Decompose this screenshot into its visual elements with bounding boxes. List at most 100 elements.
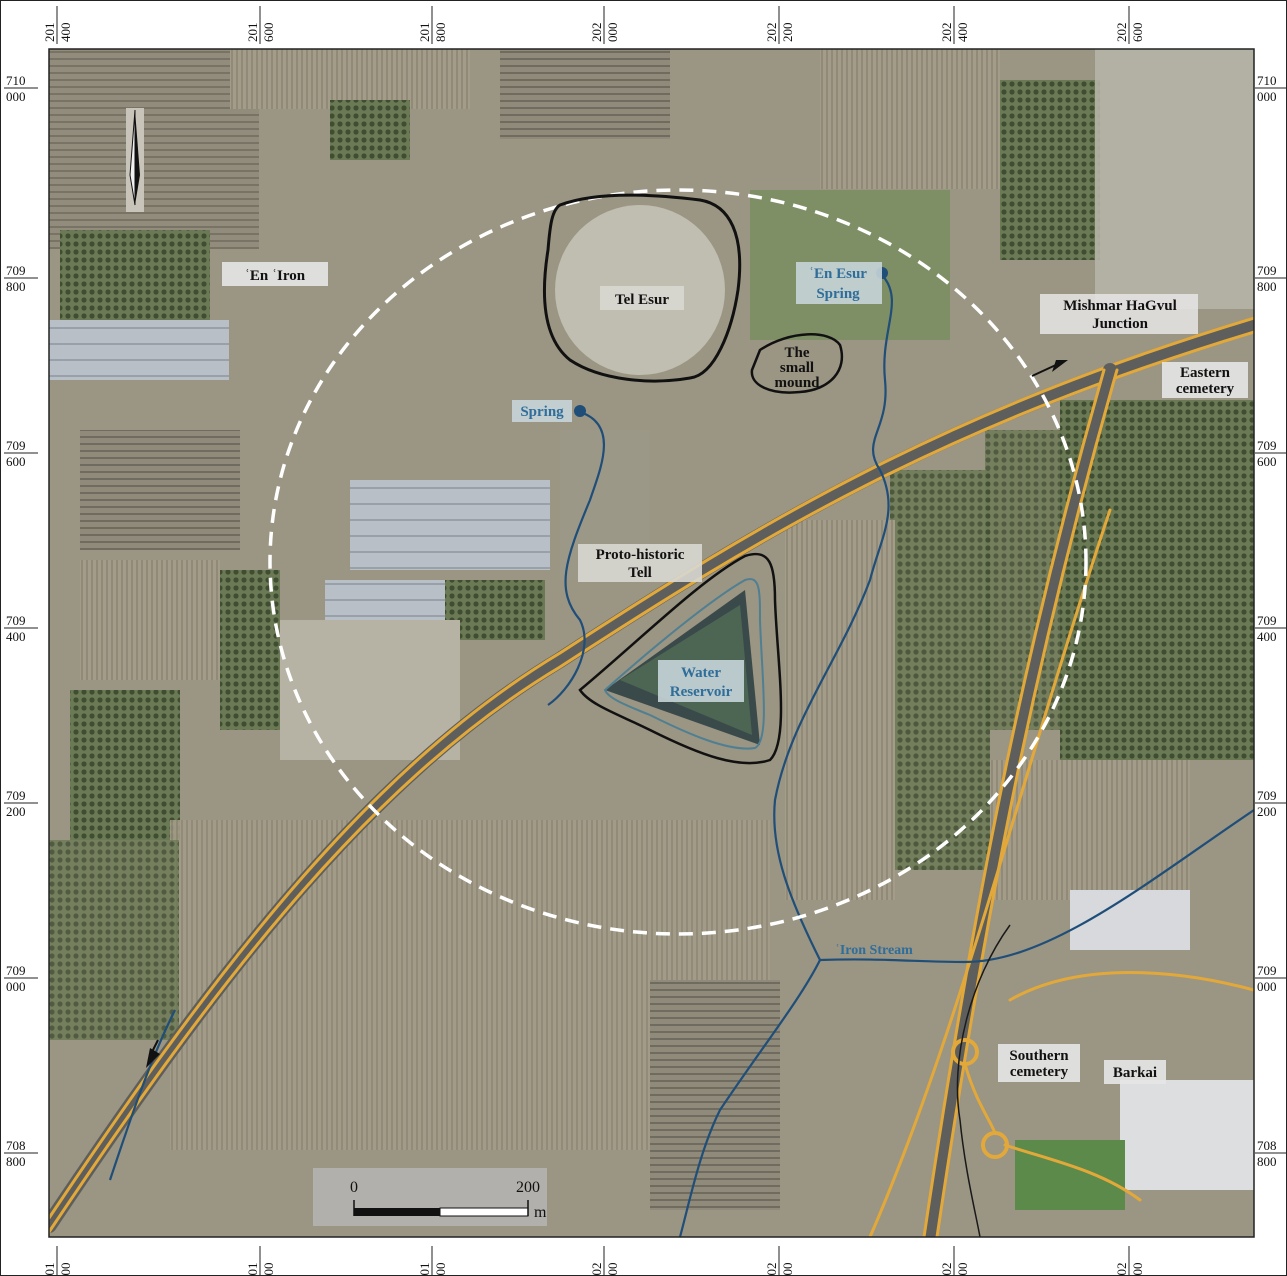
scale-end-label: 200: [516, 1179, 540, 1196]
y-tick-label-a: 708: [1257, 1138, 1277, 1153]
y-tick-label-a: 709: [6, 613, 26, 628]
label-southern-line1: Southern: [1009, 1048, 1069, 1064]
label-water-line2: Reservoir: [670, 684, 733, 700]
y-tick-label-b: 200: [6, 804, 26, 819]
y-tick-label-b: 000: [1257, 979, 1277, 994]
scale-start-label: 0: [350, 1179, 358, 1196]
y-tick-label-a: 710: [6, 73, 26, 88]
x-tick-label-b: 800: [433, 1263, 448, 1276]
x-tick-label-b: 400: [58, 23, 73, 43]
label-eastern-line1: Eastern: [1180, 365, 1231, 381]
x-tick-label-b: 000: [605, 23, 620, 43]
y-tick-label-b: 000: [1257, 89, 1277, 104]
label-en-esur-line2: Spring: [816, 286, 860, 302]
label-mishmar-line2: Junction: [1092, 316, 1149, 332]
arrowhead-northeast-icon: [1052, 360, 1068, 372]
y-tick-label-a: 710: [1257, 73, 1277, 88]
label-small-mound-line2: small: [780, 360, 814, 376]
y-tick-label-b: 000: [6, 89, 26, 104]
label-small-mound-line3: mound: [774, 375, 820, 391]
label-eastern-line2: cemetery: [1176, 381, 1235, 397]
y-tick-label-a: 709: [1257, 613, 1277, 628]
x-tick-label-a: 201: [42, 1263, 57, 1276]
x-tick-label-b: 600: [1130, 1263, 1145, 1276]
x-tick-label-b: 200: [780, 1263, 795, 1276]
x-tick-label-b: 000: [605, 1263, 620, 1276]
x-tick-label-a: 201: [42, 23, 57, 43]
x-tick-label-a: 202: [589, 1263, 604, 1276]
x-tick-label-a: 202: [1114, 23, 1129, 43]
x-tick-label-b: 600: [1130, 23, 1145, 43]
label-en-esur-line1: ʿEn Esur: [809, 266, 867, 282]
y-tick-label-a: 709: [1257, 263, 1277, 278]
y-tick-label-a: 709: [6, 963, 26, 978]
y-tick-label-b: 400: [1257, 629, 1277, 644]
y-tick-label-a: 709: [1257, 788, 1277, 803]
site-boundary-circle: [268, 188, 1088, 936]
label-spring: Spring: [520, 404, 564, 420]
reservoir-outline: [578, 552, 783, 765]
x-tick-label-b: 200: [780, 23, 795, 43]
x-tick-label-a: 202: [764, 23, 779, 43]
x-tick-label-a: 202: [939, 23, 954, 43]
label-mishmar-line1: Mishmar HaGvul: [1063, 298, 1176, 314]
y-tick-label-b: 800: [1257, 1154, 1277, 1169]
x-tick-label-a: 202: [764, 1263, 779, 1276]
label-water-line1: Water: [681, 665, 721, 681]
spring-marker: [574, 405, 586, 417]
arrow-northeast-icon: [1031, 363, 1059, 377]
label-southern-line2: cemetery: [1010, 1064, 1069, 1080]
label-small-mound-line1: The: [784, 345, 809, 361]
label-tel-esur: Tel Esur: [615, 292, 669, 308]
label-barkai: Barkai: [1113, 1065, 1157, 1081]
label-en-iron: ʿEn ʿIron: [245, 268, 306, 284]
y-tick-label-a: 709: [6, 263, 26, 278]
map-labels: ʿEn ʿIron Tel Esur ʿEn Esur Spring Mishm…: [222, 262, 1248, 1084]
y-tick-label-a: 709: [1257, 963, 1277, 978]
y-tick-label-a: 709: [1257, 438, 1277, 453]
x-tick-label-a: 201: [245, 1263, 260, 1276]
x-tick-label-a: 201: [245, 23, 260, 43]
label-iron-stream: ʿIron Stream: [835, 943, 913, 958]
x-tick-label-a: 201: [417, 23, 432, 43]
x-tick-label-b: 600: [261, 23, 276, 43]
tel-esur-outline: [543, 193, 742, 383]
scale-unit-label: m: [534, 1204, 547, 1221]
x-tick-label-b: 800: [433, 23, 448, 43]
y-tick-label-b: 200: [1257, 804, 1277, 819]
x-tick-label-a: 202: [1114, 1263, 1129, 1276]
small-mound-outline: [750, 333, 844, 394]
x-tick-label-a: 202: [939, 1263, 954, 1276]
scale-bar: 0 200 m: [313, 1168, 547, 1226]
label-proto-line1: Proto-historic: [596, 547, 685, 563]
y-tick-label-a: 709: [6, 438, 26, 453]
x-tick-label-b: 400: [955, 23, 970, 43]
arrowhead-southwest-icon: [146, 1048, 160, 1068]
direction-arrows: [146, 360, 1068, 1068]
y-tick-label-b: 000: [6, 979, 26, 994]
x-tick-label-a: 201: [417, 1263, 432, 1276]
